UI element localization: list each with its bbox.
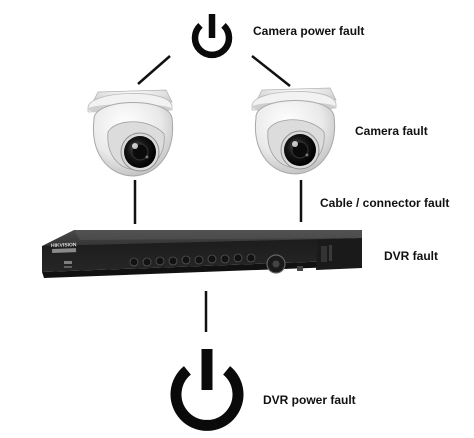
dvr-recorder: HIKVISION [42,230,362,278]
camera-power-fault-label: Camera power fault [253,24,365,38]
left-dome-camera [87,89,174,177]
connector-line-left-camera-power [137,55,171,85]
cable-connector-fault-label: Cable / connector fault [320,196,450,210]
dvr-fault-label: DVR fault [384,249,438,263]
camera-power-icon [191,14,233,59]
dvr-power-fault-label: DVR power fault [263,393,356,407]
dvr-power-icon [170,349,244,431]
right-dome-camera [251,87,337,175]
connector-line-right-camera-power [251,55,291,87]
dvr-brand-label: HIKVISION [51,242,77,249]
camera-fault-label: Camera fault [355,124,428,138]
